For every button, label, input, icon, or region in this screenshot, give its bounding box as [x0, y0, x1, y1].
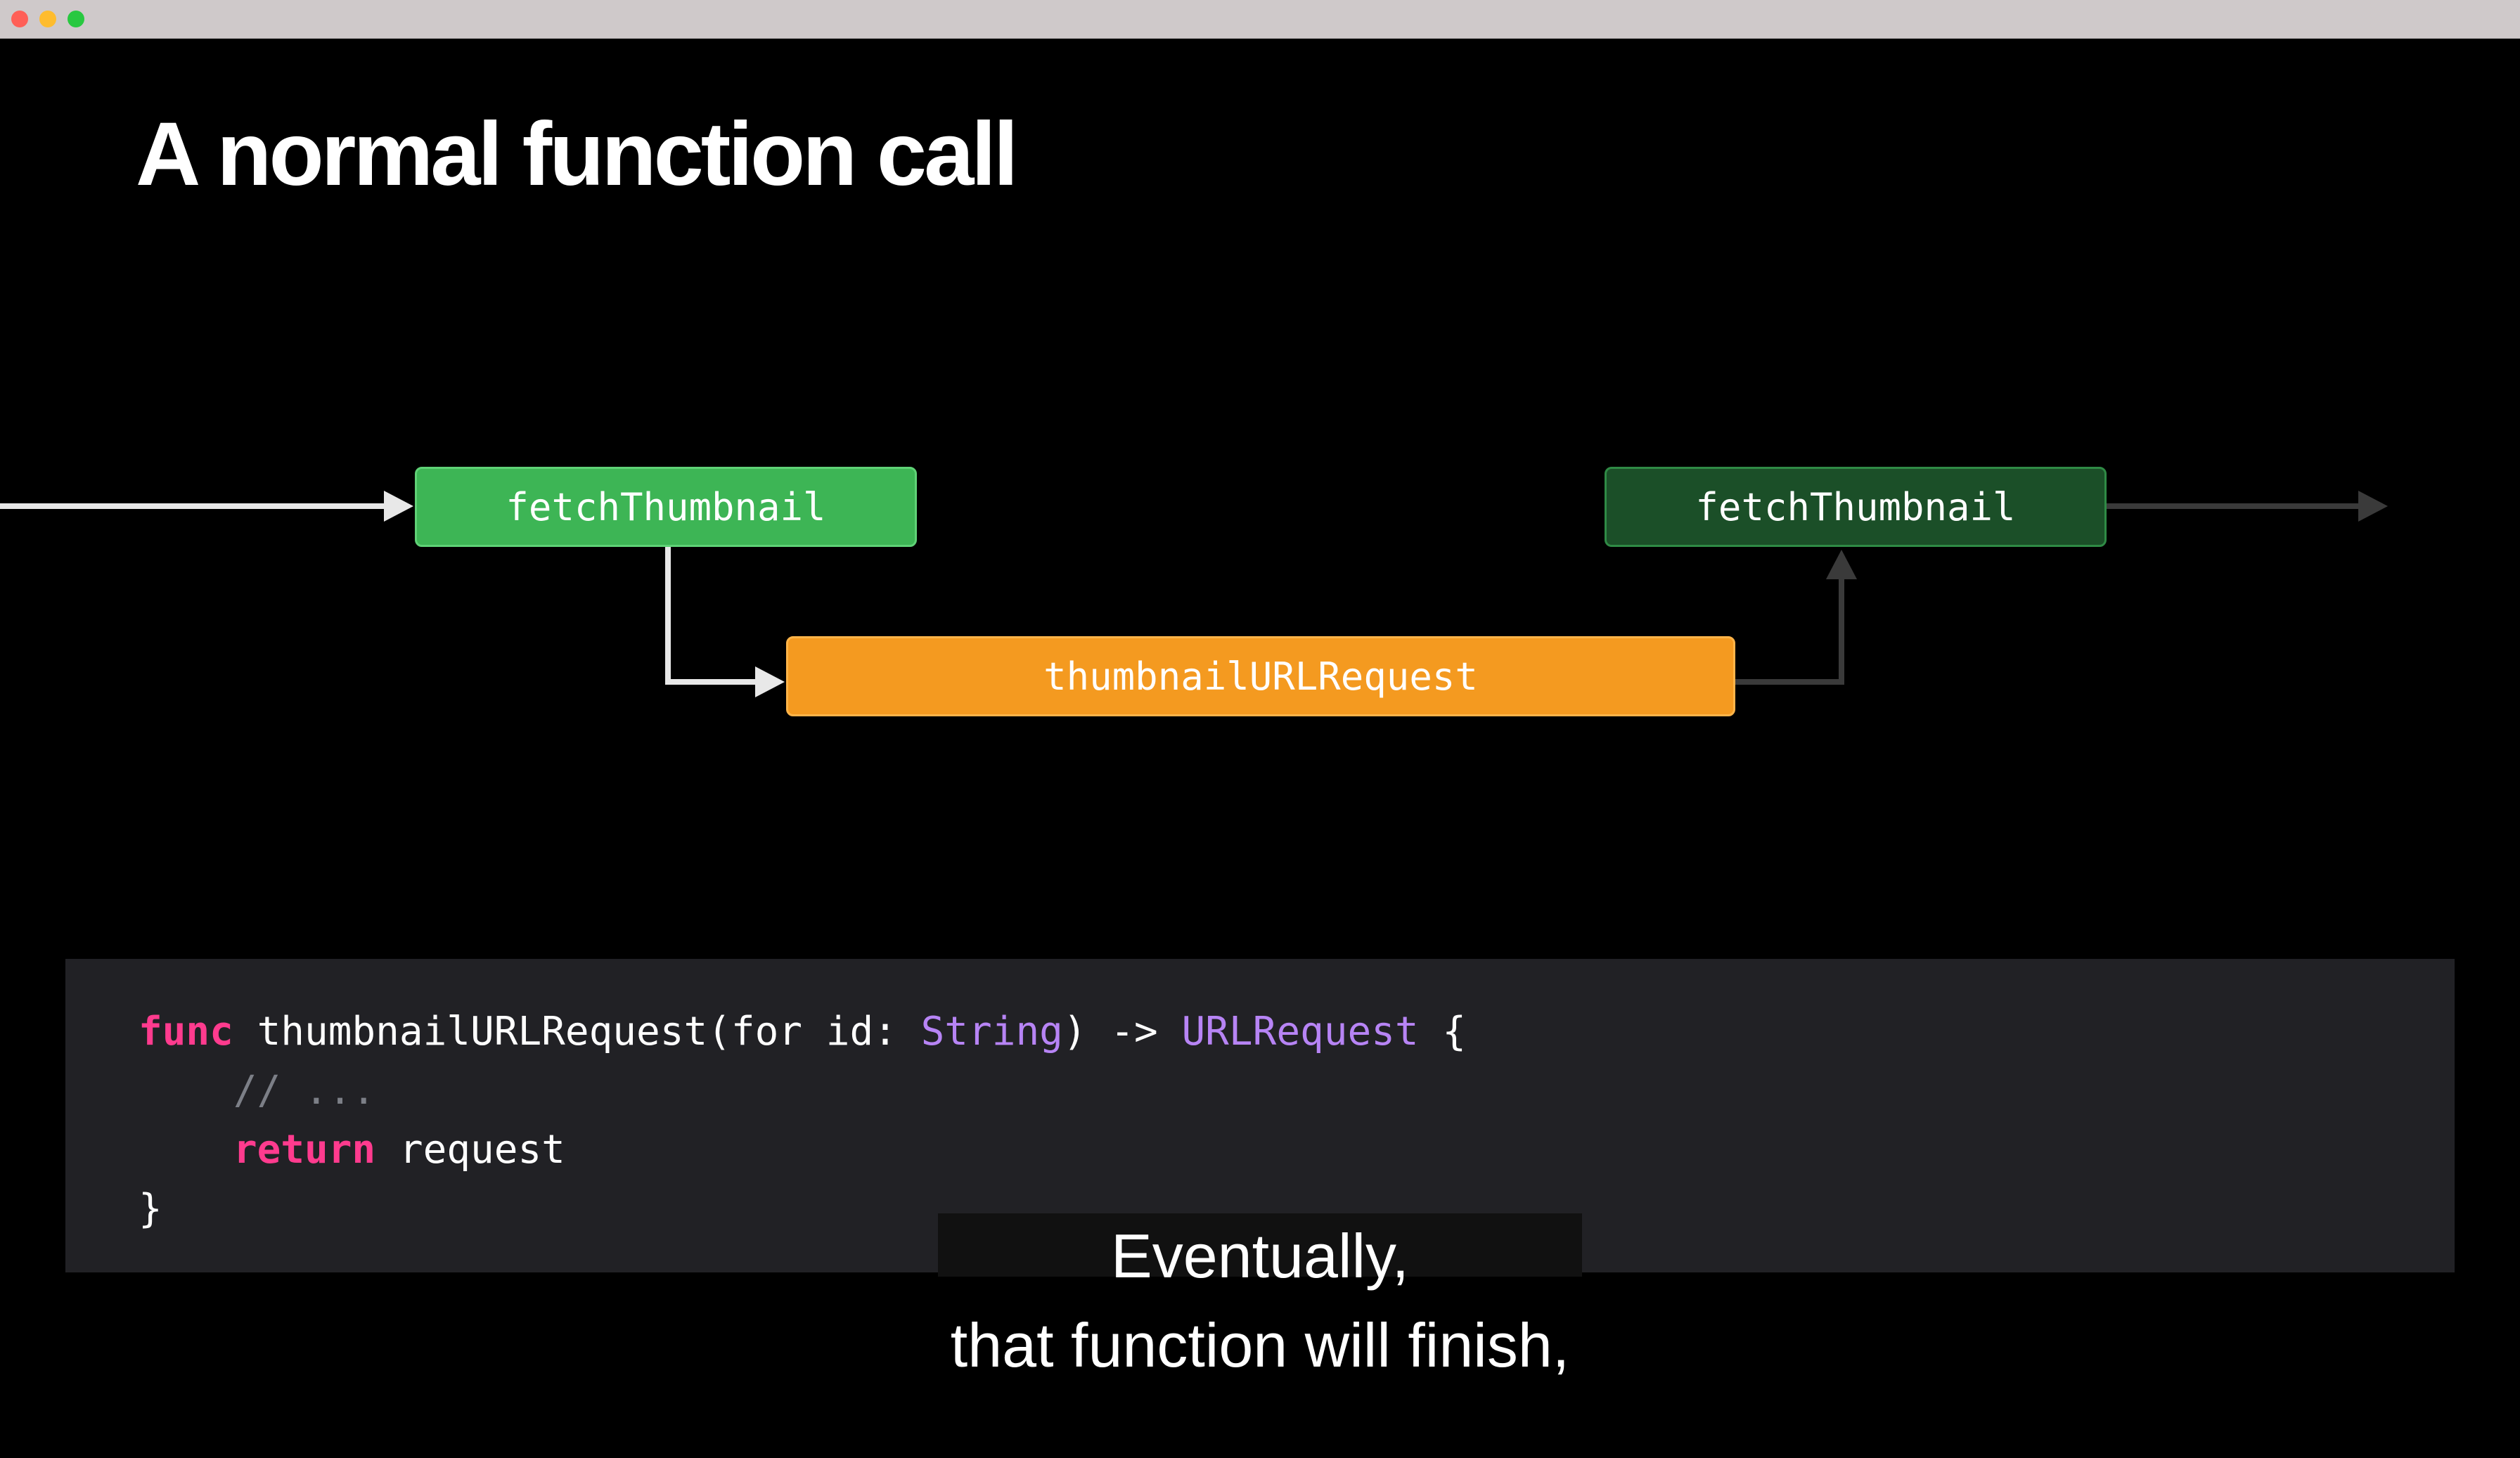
subtitle-line-2: that function will finish,: [950, 1310, 1570, 1380]
return-to-caller-arrowhead: [1826, 550, 1857, 579]
indent: [139, 1127, 233, 1173]
keyword-return: return: [233, 1127, 376, 1173]
return-value: request: [375, 1127, 565, 1173]
subtitle-line-1: Eventually,: [1111, 1221, 1409, 1291]
outgoing-flow-arrowhead: [2358, 491, 2388, 522]
incoming-call-arrowhead: [384, 491, 413, 522]
indent: [139, 1068, 233, 1114]
minimize-window-button[interactable]: [39, 11, 56, 27]
return-type: URLRequest: [1181, 1009, 1419, 1054]
function-signature: thumbnailURLRequest(for id:: [233, 1009, 921, 1054]
code-comment: // ...: [233, 1068, 376, 1114]
fetch-thumbnail-resumed-box: fetchThumbnail: [1605, 467, 2107, 547]
open-brace: {: [1418, 1009, 1467, 1054]
call-into-callee-arrow: [665, 547, 757, 685]
slide-title: A normal function call: [136, 104, 1018, 205]
param-type: String: [920, 1009, 1063, 1054]
code-line-3: return request: [139, 1121, 2455, 1180]
return-arrow: ) ->: [1062, 1009, 1182, 1054]
zoom-window-button[interactable]: [68, 11, 84, 27]
subtitle-background: [938, 1213, 1582, 1277]
thumbnail-url-request-box: thumbnailURLRequest: [786, 636, 1735, 716]
return-to-caller-arrow: [1735, 578, 1844, 685]
keyword-func: func: [139, 1009, 233, 1054]
window-titlebar: [0, 0, 2520, 39]
code-line-1: func thumbnailURLRequest(for id: String)…: [139, 1002, 2455, 1062]
code-line-4: }: [139, 1180, 2455, 1239]
close-brace: }: [139, 1186, 162, 1232]
close-window-button[interactable]: [11, 11, 28, 27]
code-line-2: // ...: [139, 1062, 2455, 1121]
fetch-thumbnail-box: fetchThumbnail: [415, 467, 917, 547]
call-into-callee-arrowhead: [755, 666, 785, 697]
